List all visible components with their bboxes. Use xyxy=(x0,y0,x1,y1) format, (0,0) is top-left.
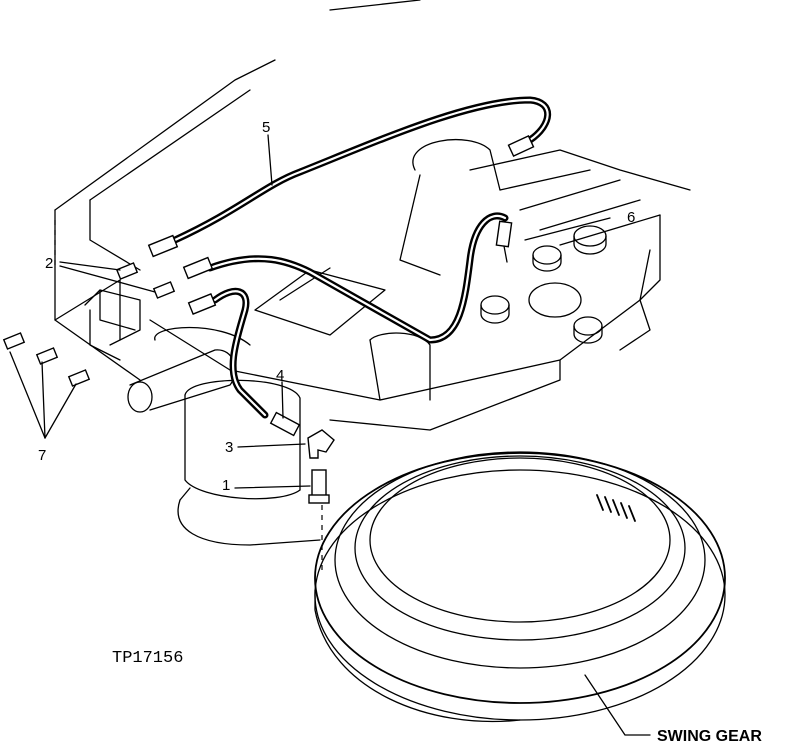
center-joint xyxy=(127,326,321,546)
callout-labels: 5 2 6 4 3 1 7 xyxy=(38,119,635,494)
mounting-pads xyxy=(480,225,607,344)
callout-6: 6 xyxy=(627,209,635,226)
hose-4 xyxy=(211,287,269,419)
callout-3: 3 xyxy=(225,439,233,456)
callout-2: 2 xyxy=(45,255,53,272)
figure-id: TP17156 xyxy=(112,649,183,668)
valve-bracket xyxy=(84,289,141,361)
callout-7: 7 xyxy=(38,447,46,464)
callout-4: 4 xyxy=(276,367,284,384)
callout-5: 5 xyxy=(262,119,270,136)
upper-frame xyxy=(54,0,691,431)
swing-gear-label: SWING GEAR xyxy=(657,728,762,745)
swing-gear xyxy=(314,451,726,723)
callout-1: 1 xyxy=(222,477,230,494)
hose-center xyxy=(206,212,509,344)
fittings xyxy=(2,134,535,504)
leader-lines xyxy=(9,134,651,736)
hose-5 xyxy=(171,96,552,244)
